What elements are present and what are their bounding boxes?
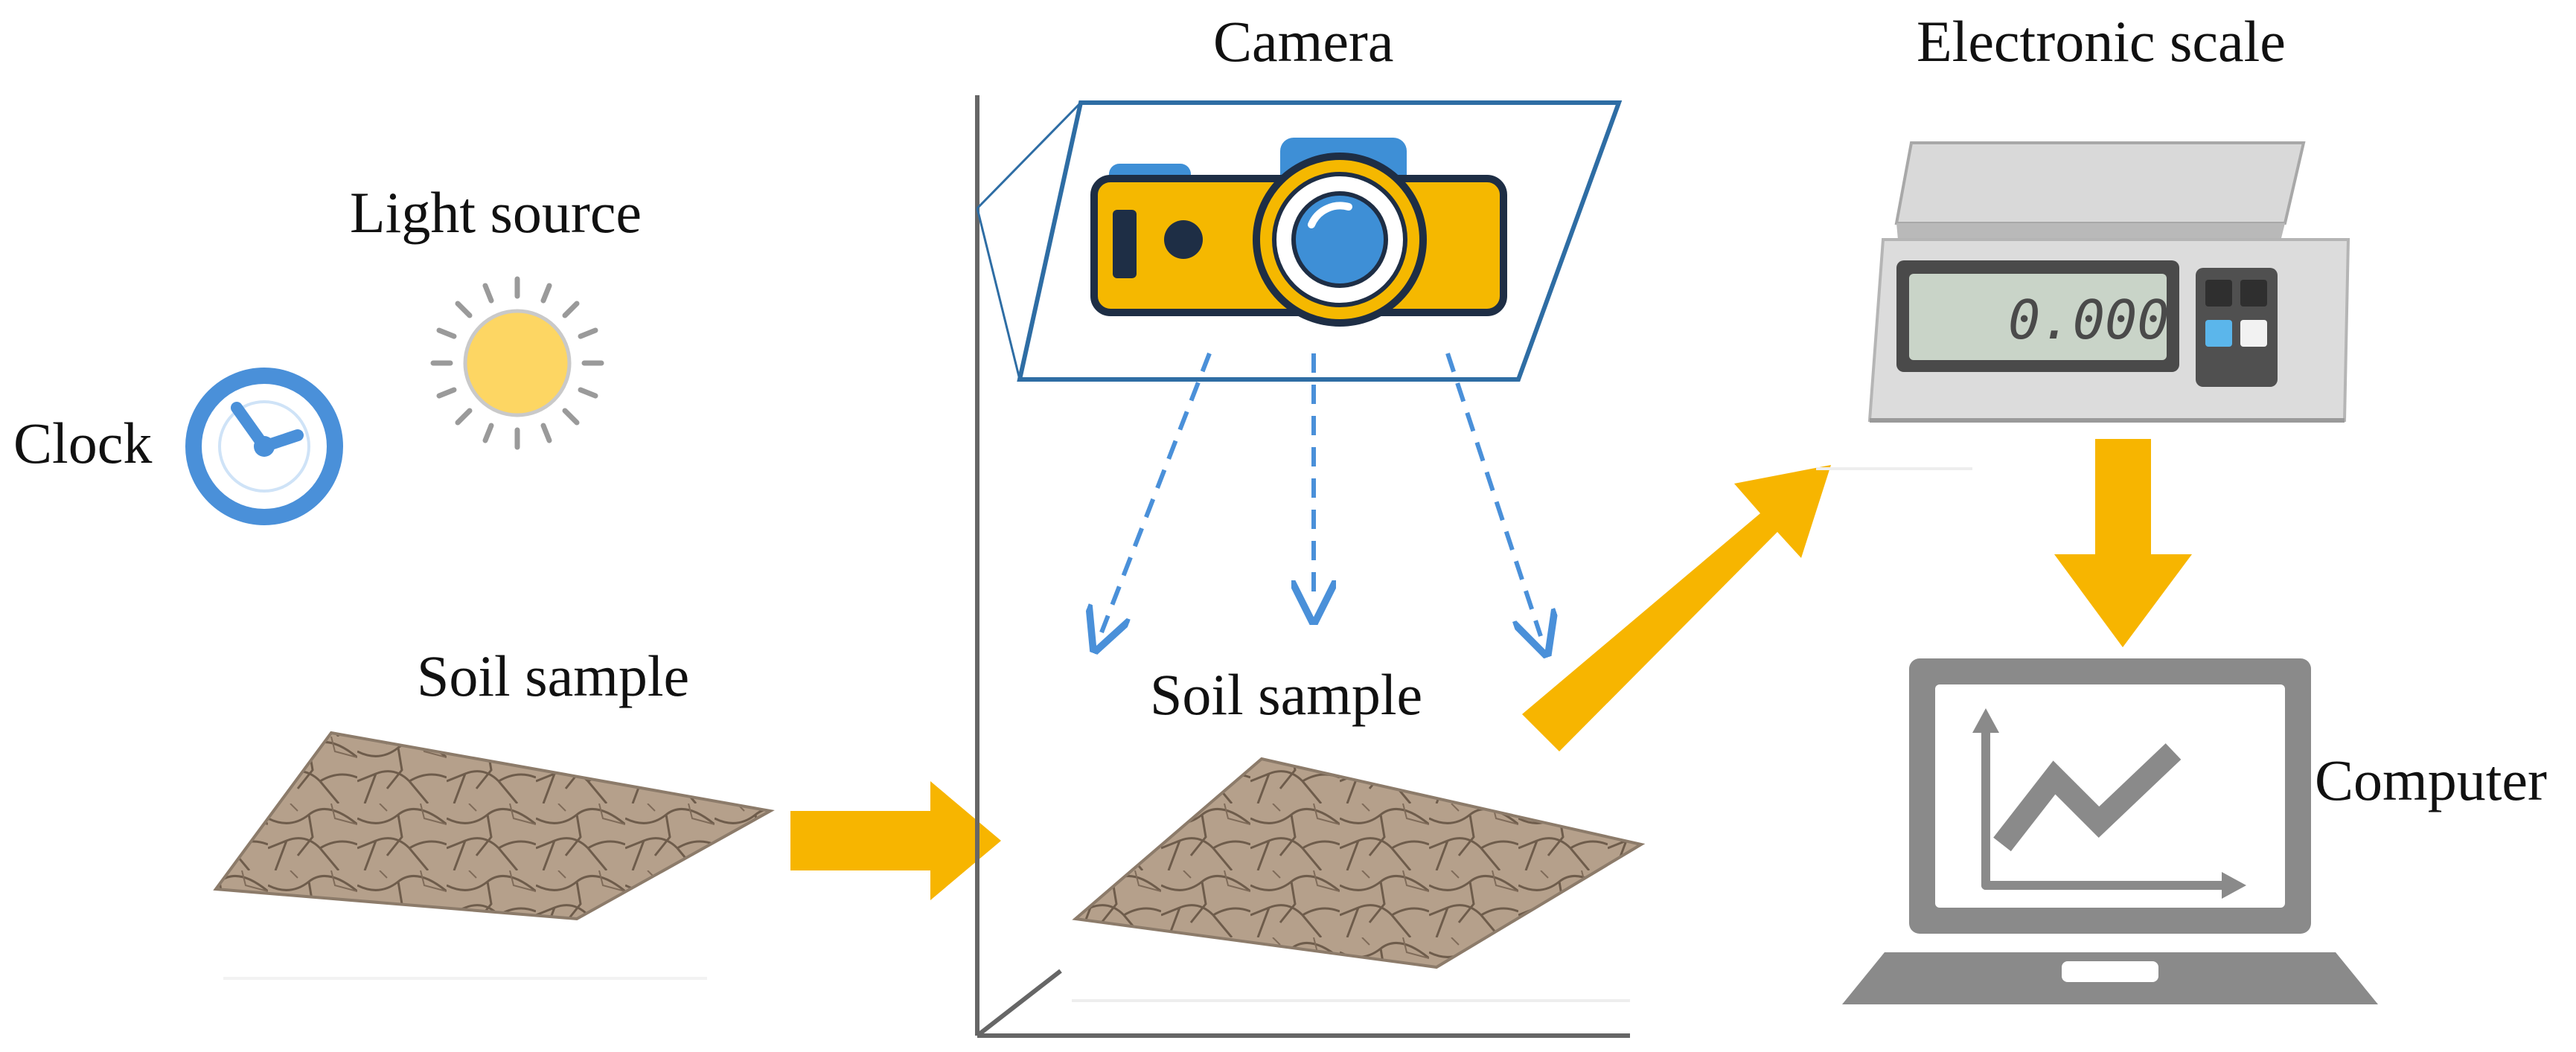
camera-rays (1102, 352, 1541, 636)
clock-label: Clock (13, 411, 152, 475)
laptop-chart-icon (1842, 658, 2378, 1004)
arrow-to-scale (1522, 465, 1831, 751)
computer-label: Computer (2315, 748, 2547, 812)
soil-sample-left (213, 731, 775, 980)
soil-sample-left-label: Soil sample (417, 644, 689, 708)
soil-sample-center-label: Soil sample (1150, 662, 1422, 727)
arrow-to-center-sample (790, 781, 1001, 900)
camera-label: Camera (1213, 9, 1394, 74)
light-source-label: Light source (350, 180, 642, 245)
imaging-frame (975, 95, 1630, 1038)
scale-display: 0.000 (2008, 289, 2170, 351)
arrow-to-computer (2054, 439, 2192, 647)
electronic-scale-label: Electronic scale (1917, 9, 2286, 74)
electronic-scale-icon: 0.000 (1867, 141, 2350, 423)
sun-icon (430, 276, 604, 450)
camera-icon (1090, 138, 1507, 327)
soil-sample-center (1072, 757, 1646, 969)
clock-icon (185, 368, 343, 525)
